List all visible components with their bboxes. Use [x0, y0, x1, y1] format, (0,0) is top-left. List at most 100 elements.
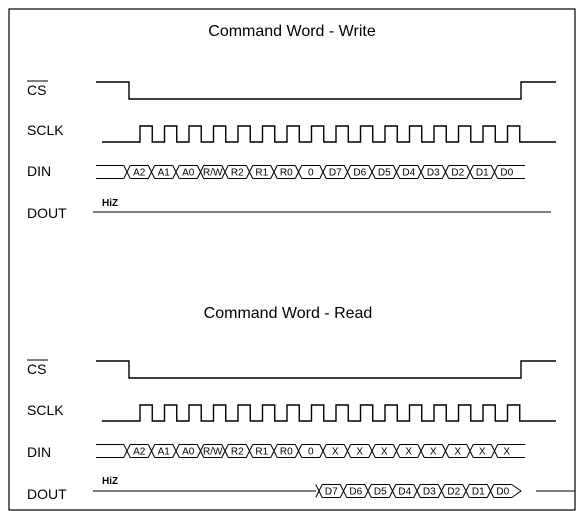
write-din-cell-label: D2	[451, 168, 464, 179]
read-din-crossover	[319, 444, 327, 458]
read-sclk-waveform	[102, 404, 556, 422]
read-din-cell-label: 0	[308, 447, 314, 458]
read-din-cell-label: X	[430, 447, 437, 458]
read-dout-crossover	[315, 484, 323, 498]
read-din-crossover	[147, 444, 156, 458]
write-sclk-waveform	[102, 125, 556, 143]
read-din-cell-label: A2	[133, 447, 146, 458]
read-panel: Command Word - Read CS SCLK DIN DOUT A2 A…	[27, 305, 575, 502]
read-dout-cell-label: D2	[447, 487, 460, 498]
read-din-crossover	[245, 444, 254, 458]
write-din-crossover	[294, 165, 303, 179]
read-dout-crossover	[462, 484, 470, 498]
read-din-cell-label: X	[356, 447, 363, 458]
read-din-crossover	[343, 444, 352, 458]
read-din-crossover	[172, 444, 180, 458]
read-din-cell-label: R1	[255, 447, 268, 458]
read-dout-crossover	[413, 484, 421, 498]
read-din-cell-label: R/W	[203, 447, 223, 458]
read-din-crossover	[466, 444, 474, 458]
read-dout-crossover	[388, 484, 397, 498]
write-din-crossover	[490, 165, 499, 179]
write-din-cell-label: D1	[476, 168, 489, 179]
write-din-crossover	[196, 165, 205, 179]
write-din-crossover	[466, 165, 474, 179]
write-din-crossover	[123, 165, 131, 179]
read-dout-crossover	[339, 484, 348, 498]
write-dout-hiz-label: HiZ	[102, 198, 118, 209]
read-din-crossover	[368, 444, 376, 458]
write-din-crossover	[343, 165, 352, 179]
read-din-crossover	[417, 444, 425, 458]
read-dout-label: DOUT	[27, 486, 67, 502]
read-dout-bus: D7 D6 D5 D4 D3 D2 D1 D0	[315, 484, 522, 498]
write-din-crossover	[441, 165, 450, 179]
write-din-cell-label: D0	[500, 168, 513, 179]
read-din-cell-label: X	[479, 447, 486, 458]
write-din-crossover	[392, 165, 401, 179]
read-din-cell-label: X	[503, 447, 510, 458]
read-dout-cell-label: D7	[325, 487, 338, 498]
write-din-cell-label: R2	[231, 168, 244, 179]
read-din-cell-label: R2	[231, 447, 244, 458]
read-din-crossover	[441, 444, 450, 458]
read-din-cell-label: X	[332, 447, 339, 458]
read-din-crossover	[221, 444, 229, 458]
read-dout-cell-label: D4	[398, 487, 411, 498]
write-sclk-label: SCLK	[27, 122, 64, 138]
read-dout-cell-label: D3	[423, 487, 436, 498]
read-dout-cell-label: D6	[349, 487, 362, 498]
write-din-cell-label: R/W	[203, 168, 223, 179]
write-cs-label: CS	[27, 82, 46, 98]
read-dout-cell-label: D0	[496, 487, 509, 498]
read-dout-crossover	[486, 484, 495, 498]
read-dout-hiz-label: HiZ	[102, 476, 118, 487]
write-din-crossover	[245, 165, 254, 179]
read-din-cell-label: R0	[280, 447, 293, 458]
read-din-cell-label: X	[405, 447, 412, 458]
read-cs-label: CS	[27, 361, 46, 377]
write-panel-title: Command Word - Write	[208, 23, 376, 40]
write-panel: Command Word - Write CS SCLK DIN DOUT A2…	[27, 23, 556, 221]
diagram-frame	[8, 8, 576, 511]
write-cs-waveform	[96, 81, 556, 100]
read-dout-cell-label: D1	[472, 487, 485, 498]
read-dout-crossover	[364, 484, 372, 498]
write-din-crossover	[417, 165, 425, 179]
read-cs-waveform	[96, 360, 556, 379]
write-din-crossover	[147, 165, 156, 179]
write-din-cell-label: D7	[329, 168, 342, 179]
write-din-cell-label: D3	[427, 168, 440, 179]
write-din-cell-label: D4	[402, 168, 415, 179]
write-din-cell-label: A2	[133, 168, 146, 179]
read-din-crossover	[123, 444, 131, 458]
write-din-cell-label: A0	[182, 168, 195, 179]
read-din-crossover	[270, 444, 278, 458]
read-din-crossover	[294, 444, 303, 458]
write-din-crossover	[319, 165, 327, 179]
write-dout-label: DOUT	[27, 205, 67, 221]
write-din-cell-label: R0	[280, 168, 293, 179]
write-din-crossover	[368, 165, 376, 179]
read-din-crossover	[490, 444, 499, 458]
read-panel-title: Command Word - Read	[204, 305, 373, 322]
write-din-cell-label: R1	[255, 168, 268, 179]
read-din-cell-label: X	[381, 447, 388, 458]
read-din-cell-label: A1	[158, 447, 171, 458]
read-din-cell-label: A0	[182, 447, 195, 458]
write-din-crossover	[270, 165, 278, 179]
write-din-crossover	[172, 165, 180, 179]
read-dout-cell-label: D5	[374, 487, 387, 498]
write-din-cell-label: D5	[378, 168, 391, 179]
read-din-label: DIN	[27, 444, 51, 460]
write-din-bus: A2 A1 A0 R/W R2 R1 R0 0 D7 D6 D5 D4 D3 D2 D1 D0	[96, 165, 525, 179]
read-sclk-label: SCLK	[27, 402, 64, 418]
write-din-label: DIN	[27, 163, 51, 179]
read-dout-crossover	[437, 484, 446, 498]
read-din-crossover	[392, 444, 401, 458]
write-din-cell-label: D6	[353, 168, 366, 179]
write-din-cell-label: A1	[158, 168, 171, 179]
write-din-cell-label: 0	[308, 168, 314, 179]
